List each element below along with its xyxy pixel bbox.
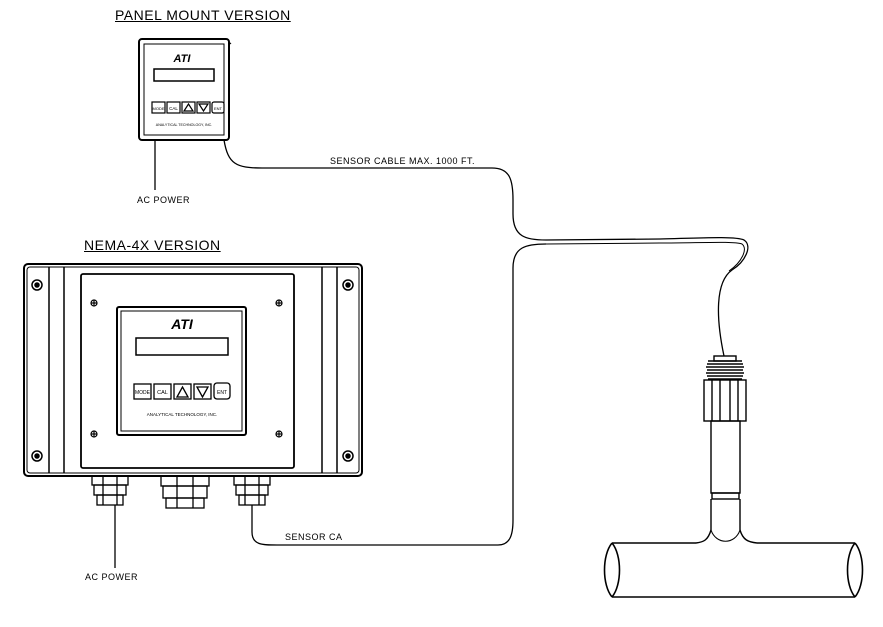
nema-title: NEMA-4X VERSION: [84, 237, 221, 253]
panel-display: [153, 68, 215, 82]
cable-gland-middle: [160, 475, 210, 509]
nema-mode-button[interactable]: [133, 383, 152, 400]
panel-keypad: [151, 101, 225, 114]
panel-cal-button[interactable]: [166, 101, 181, 114]
nema-down-button[interactable]: [193, 383, 212, 400]
panel-mount-unit: [138, 38, 232, 141]
nema-enter-label: ENT: [217, 390, 227, 396]
panel-mode-label: MODE: [153, 106, 165, 111]
panel-maker-label: ANALYTICAL TECHNOLOGY, INC.: [156, 123, 212, 127]
nema-mode-label: MODE: [135, 390, 151, 396]
panel-down-button[interactable]: [196, 101, 211, 114]
cable-gland-left: [91, 475, 129, 506]
nema-display: [135, 337, 229, 356]
nema-maker-label: ANALYTICAL TECHNOLOGY, INC.: [147, 412, 218, 417]
nema-ac-power-label: AC POWER: [85, 572, 139, 582]
nema-up-button[interactable]: [173, 383, 192, 400]
panel-up-button[interactable]: [181, 101, 196, 114]
nema-enter-button[interactable]: [213, 382, 231, 400]
panel-enter-label: ENT: [214, 106, 223, 111]
sensor-assembly: [695, 355, 758, 544]
panel-ac-power-label: AC POWER: [137, 195, 191, 205]
panel-sensor-cable: [223, 139, 547, 241]
panel-enter-button[interactable]: [211, 101, 225, 114]
joined-sensor-cable: [545, 236, 749, 357]
nema-logo: ATI: [170, 316, 194, 332]
sensor-cable-label: SENSOR CABLE MAX. 1000 FT.: [330, 156, 476, 166]
nema-cal-button[interactable]: [153, 383, 172, 400]
sensor-ca-label: SENSOR CA: [285, 532, 343, 542]
nema-enclosure: [23, 263, 363, 509]
nema-cal-label: CAL: [157, 390, 168, 396]
nema-keypad: [133, 382, 231, 400]
process-pipe: [603, 542, 864, 598]
panel-cal-label: CAL: [169, 106, 178, 111]
panel-logo: ATI: [173, 53, 192, 65]
wires: [114, 139, 749, 568]
panel-mount-title: PANEL MOUNT VERSION: [115, 7, 291, 23]
cable-gland-right: [233, 475, 271, 506]
nema-sensor-cable: [251, 243, 547, 546]
panel-mode-button[interactable]: [151, 101, 166, 114]
